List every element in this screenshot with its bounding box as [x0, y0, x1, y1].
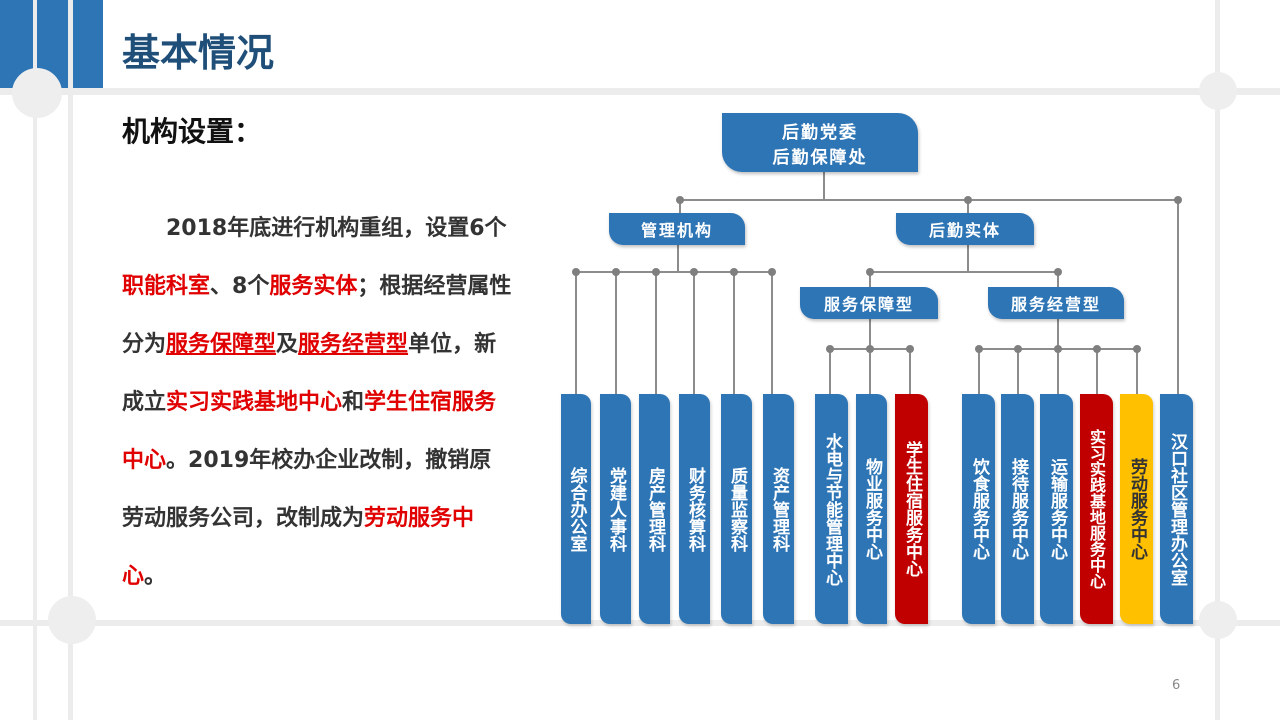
text: 和	[342, 390, 365, 415]
decor-circle	[48, 596, 96, 644]
description-paragraph: 2018年底进行机构重组，设置6个职能科室、8个服务实体；根据经营属性分为服务保…	[122, 200, 512, 606]
section-subtitle: 机构设置：	[122, 115, 263, 148]
text: 及	[276, 332, 299, 357]
org-unit: 质量监察科	[721, 394, 752, 624]
decor-circle	[12, 68, 62, 118]
highlight: 服务保障型	[166, 332, 277, 357]
text: 2018年底进行机构重组，设置6个	[166, 216, 507, 241]
org-unit: 财务核算科	[679, 394, 710, 624]
org-unit: 物业服务中心	[856, 394, 887, 624]
decor-line	[0, 620, 1280, 626]
decor-circle	[1199, 601, 1237, 639]
org-unit: 党建人事科	[600, 394, 631, 624]
page-number: 6	[1172, 678, 1181, 693]
highlight: 劳动服务中心	[122, 506, 475, 589]
org-management: 管理机构	[609, 213, 745, 245]
decor-line	[1215, 0, 1220, 720]
org-unit: 饮食服务中心	[962, 394, 995, 624]
text: 。2019年校办企业改制，撤销原劳动服务公司，改制成为	[122, 448, 492, 531]
org-unit: 接待服务中心	[1001, 394, 1034, 624]
org-entity: 后勤实体	[896, 213, 1034, 245]
text: 、8个	[210, 274, 270, 299]
highlight: 职能科室	[122, 274, 211, 299]
org-unit: 汉口社区管理办公室	[1160, 394, 1193, 624]
highlight: 服务经营型	[298, 332, 409, 357]
org-root-line1: 后勤党委	[782, 122, 858, 143]
org-operate-type: 服务经营型	[988, 287, 1124, 319]
page-title: 基本情况	[122, 31, 275, 75]
org-unit-highlight: 实习实践基地服务中心	[1080, 394, 1113, 624]
highlight: 学生住宿服务中心	[122, 390, 497, 473]
org-unit: 综合办公室	[561, 394, 591, 624]
decor-circle	[1199, 72, 1237, 110]
decor-line	[33, 0, 37, 720]
highlight: 实习实践基地中心	[166, 390, 343, 415]
decor-line	[68, 0, 73, 720]
org-unit: 房产管理科	[639, 394, 670, 624]
org-unit: 运输服务中心	[1040, 394, 1073, 624]
text: 。	[144, 564, 167, 589]
text: ；根据经营属性分为	[122, 274, 512, 357]
org-root: 后勤党委 后勤保障处	[722, 113, 918, 172]
org-unit: 资产管理科	[763, 394, 794, 624]
org-unit-highlight: 劳动服务中心	[1120, 394, 1153, 624]
org-support-type: 服务保障型	[800, 287, 938, 319]
highlight: 服务实体	[269, 274, 358, 299]
org-root-line2: 后勤保障处	[772, 147, 868, 168]
org-unit: 水电与节能管理中心	[815, 394, 848, 624]
decor-line	[0, 88, 1280, 95]
text: 单位，新成立	[122, 332, 497, 415]
decor-bar	[73, 0, 103, 88]
org-unit-highlight: 学生住宿服务中心	[895, 394, 928, 624]
